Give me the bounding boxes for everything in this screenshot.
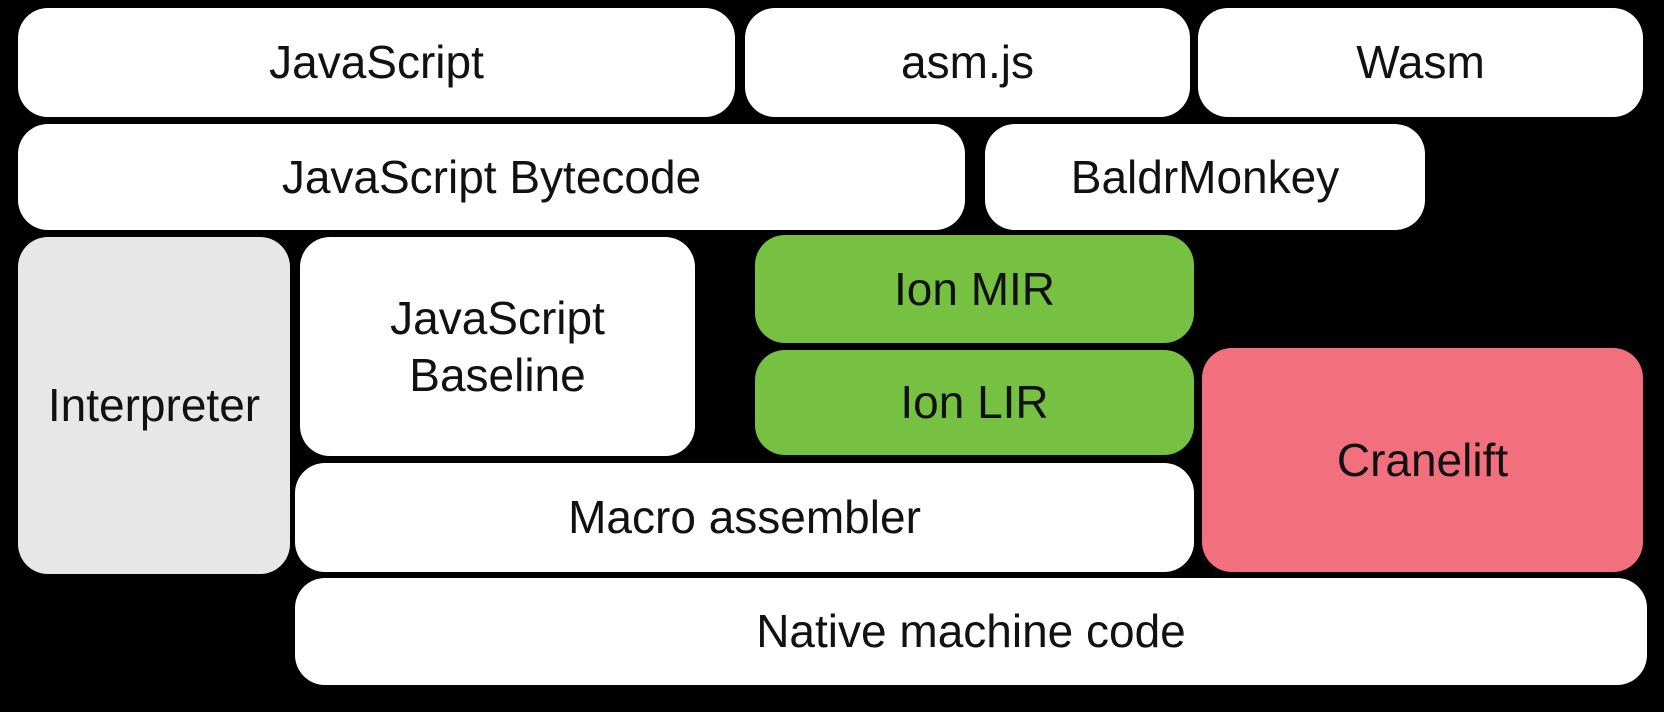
box-javascript-bytecode: JavaScript Bytecode xyxy=(18,124,965,230)
javascript-bytecode-label: JavaScript Bytecode xyxy=(281,150,702,203)
cranelift-label: Cranelift xyxy=(1336,433,1509,486)
interpreter-label: Interpreter xyxy=(47,379,261,432)
javascript-label: JavaScript xyxy=(269,36,484,89)
asmjs-label: asm.js xyxy=(901,36,1034,89)
box-baldrmonkey: BaldrMonkey xyxy=(985,124,1425,230)
box-javascript: JavaScript xyxy=(18,8,735,117)
ion-lir-label: Ion LIR xyxy=(900,376,1049,429)
box-wasm: Wasm xyxy=(1198,8,1643,117)
wasm-label: Wasm xyxy=(1356,36,1485,89)
javascript-baseline-label: JavaScript Baseline xyxy=(390,292,605,401)
box-ion-lir: Ion LIR xyxy=(755,350,1194,455)
box-asmjs: asm.js xyxy=(745,8,1190,117)
box-ion-mir: Ion MIR xyxy=(755,235,1194,343)
baldrmonkey-label: BaldrMonkey xyxy=(1070,150,1340,203)
box-interpreter: Interpreter xyxy=(18,237,290,574)
box-native-machine-code: Native machine code xyxy=(295,578,1647,685)
macro-assembler-label: Macro assembler xyxy=(568,491,921,544)
native-machine-code-label: Native machine code xyxy=(756,605,1186,658)
box-cranelift: Cranelift xyxy=(1202,348,1643,572)
ion-mir-label: Ion MIR xyxy=(893,262,1056,315)
box-macro-assembler: Macro assembler xyxy=(295,463,1194,572)
box-javascript-baseline: JavaScript Baseline xyxy=(300,237,695,456)
